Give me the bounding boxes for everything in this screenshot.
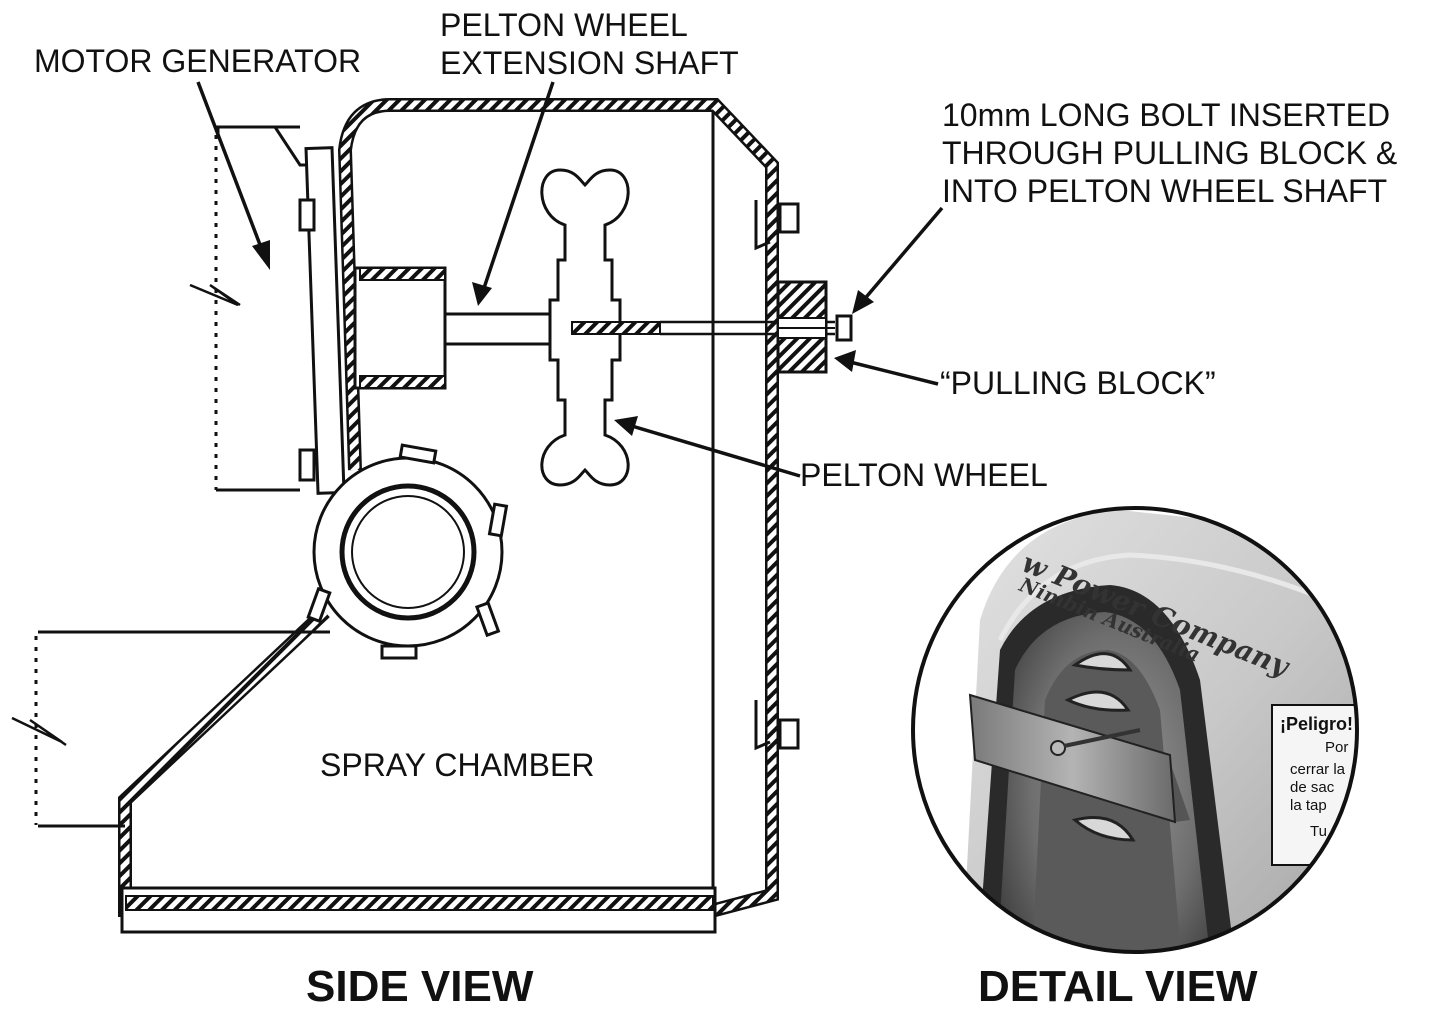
spray-chamber-housing — [118, 98, 800, 934]
pulling-bar — [968, 693, 1190, 824]
svg-text:Tu: Tu — [1310, 823, 1327, 840]
leader-arrows — [196, 81, 944, 478]
svg-text:la tap: la tap — [1290, 797, 1327, 814]
label-extension-shaft-1: PELTON WHEEL — [440, 7, 688, 43]
pulling-block — [776, 280, 853, 374]
label-spray-chamber: SPRAY CHAMBER — [320, 747, 595, 783]
side-view-drawing — [11, 81, 944, 934]
caption-detail-view: DETAIL VIEW — [978, 962, 1258, 1011]
label-pulling-block: “PULLING BLOCK” — [940, 365, 1216, 401]
label-bolt-2: THROUGH PULLING BLOCK & — [942, 135, 1398, 171]
label-pelton-wheel: PELTON WHEEL — [800, 457, 1048, 493]
svg-text:Por: Por — [1325, 739, 1348, 756]
svg-text:de sac: de sac — [1290, 779, 1335, 796]
label-motor-generator: MOTOR GENERATOR — [34, 43, 362, 79]
nozzle-fitting — [306, 443, 509, 660]
extension-shaft-coupling — [353, 266, 550, 390]
label-extension-shaft-2: EXTENSION SHAFT — [440, 45, 739, 81]
inlet-pipe — [11, 630, 330, 828]
pelton-wheel-shaft — [571, 320, 835, 336]
label-bolt-1: 10mm LONG BOLT INSERTED — [942, 97, 1391, 133]
svg-text:¡Peligro!: ¡Peligro! — [1280, 714, 1353, 734]
detail-view-illustration: w Power Company Nimbin Australia ¡Peligr… — [911, 506, 1359, 954]
caption-side-view: SIDE VIEW — [306, 962, 534, 1011]
svg-text:cerrar la: cerrar la — [1290, 761, 1346, 778]
motor-generator — [189, 125, 346, 495]
label-bolt-3: INTO PELTON WHEEL SHAFT — [942, 173, 1388, 209]
